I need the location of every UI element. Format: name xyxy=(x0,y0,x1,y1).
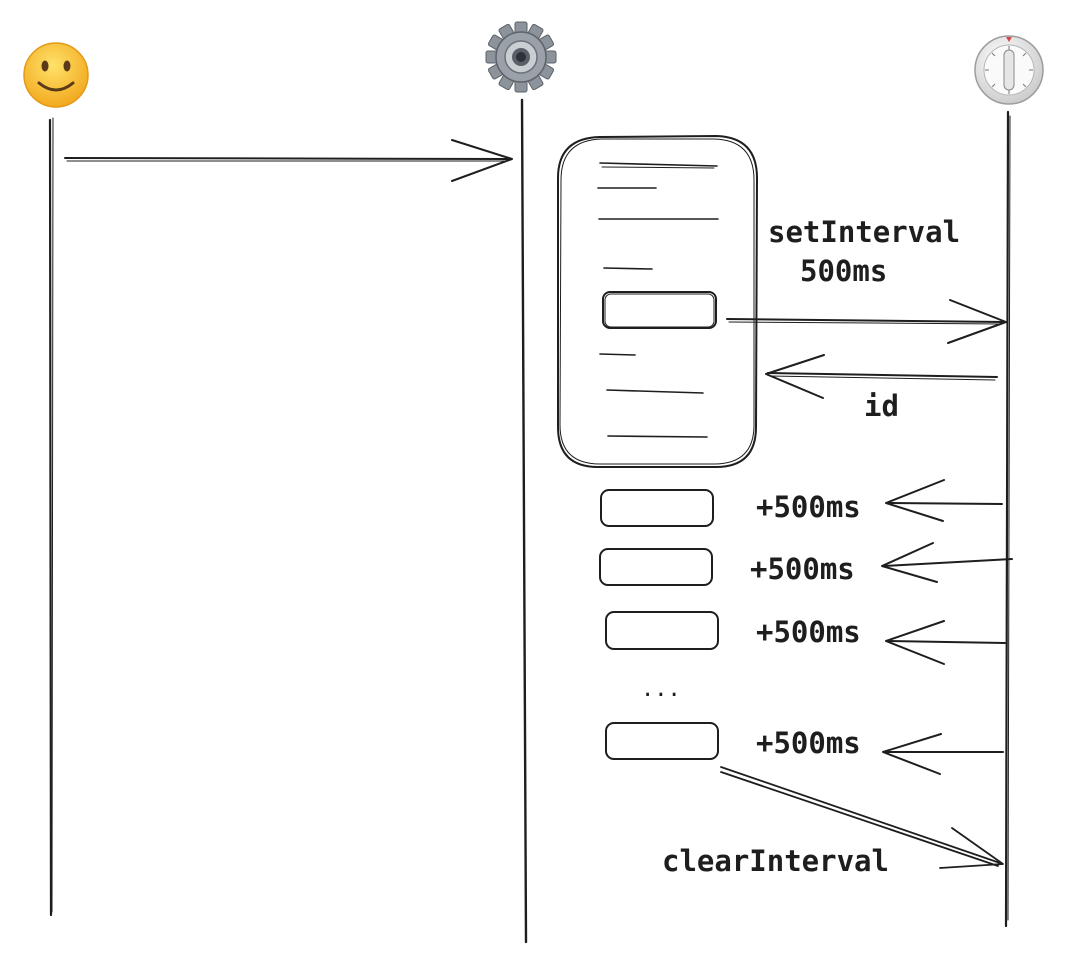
kitchen-timer-icon xyxy=(974,35,1044,105)
tick-label: +500ms xyxy=(750,552,855,586)
set-interval-label: setInterval xyxy=(768,215,960,249)
tick-box xyxy=(599,548,713,586)
tick-label: +500ms xyxy=(756,490,861,524)
tick-label: +500ms xyxy=(756,615,861,649)
arrow-tick xyxy=(885,620,1006,665)
gear-icon xyxy=(485,21,557,93)
arrow-set-interval xyxy=(726,299,1007,344)
tick-box-last xyxy=(605,722,719,760)
tick-box xyxy=(600,489,714,527)
arrow-tick xyxy=(881,542,1013,583)
code-lines xyxy=(597,162,719,438)
arrow-tick xyxy=(882,733,1004,775)
set-interval-duration-label: 500ms xyxy=(800,254,887,288)
lifeline-engine xyxy=(520,98,528,944)
set-interval-call-box xyxy=(602,291,717,329)
arrow-tick xyxy=(885,479,1003,522)
arrow-return-id xyxy=(765,354,998,399)
smiley-face-icon xyxy=(23,42,89,108)
lifeline-user xyxy=(48,117,54,917)
ellipsis-label: ... xyxy=(641,677,681,702)
lifeline-timer xyxy=(1004,110,1011,928)
tick-label: +500ms xyxy=(756,726,861,760)
clear-interval-label: clearInterval xyxy=(662,844,889,878)
arrow-clear-interval xyxy=(720,766,1004,869)
id-label: id xyxy=(864,389,899,423)
code-block xyxy=(557,135,758,468)
arrow-call-engine xyxy=(64,139,513,182)
tick-box xyxy=(605,611,719,650)
